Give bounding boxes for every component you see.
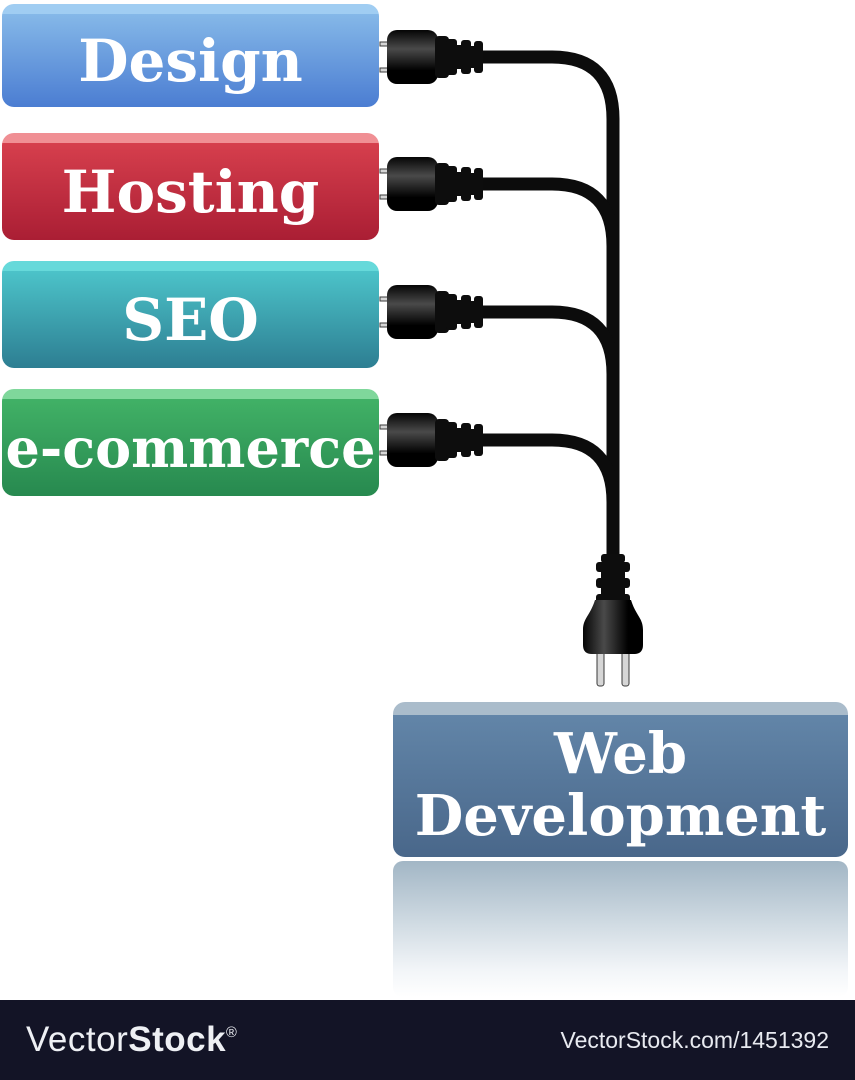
watermark-brand-light: Vector bbox=[26, 1020, 129, 1059]
service-label-seo: SEO bbox=[122, 285, 259, 354]
box-top-bevel bbox=[393, 702, 848, 715]
watermark-brand: VectorStock® bbox=[26, 1020, 237, 1060]
registered-mark-icon: ® bbox=[226, 1025, 238, 1041]
power-plug-icon-seo bbox=[379, 284, 484, 340]
watermark-url: VectorStock.com/1451392 bbox=[560, 1026, 830, 1053]
cord-ecommerce bbox=[478, 433, 620, 503]
watermark-brand-bold: Stock bbox=[128, 1020, 227, 1059]
target-label-line2: Development bbox=[414, 783, 827, 849]
watermark-bar: VectorStock® VectorStock.com/1451392 bbox=[0, 1000, 855, 1080]
power-plug-icon-main bbox=[583, 554, 643, 687]
service-box-design: Design bbox=[2, 4, 379, 107]
cord-seo bbox=[478, 305, 620, 375]
power-plug-icon-design bbox=[379, 29, 484, 85]
target-label-line1: Web bbox=[553, 721, 688, 788]
power-plug-icon-hosting bbox=[379, 156, 484, 212]
service-label-hosting: Hosting bbox=[61, 157, 320, 226]
service-box-hosting: Hosting bbox=[2, 133, 379, 240]
service-label-ecommerce: e-commerce bbox=[5, 415, 376, 480]
box-top-bevel bbox=[2, 261, 379, 271]
target-box-web-development: Web Development bbox=[393, 702, 848, 857]
box-top-bevel bbox=[2, 389, 379, 399]
cord-hosting bbox=[478, 177, 620, 247]
box-top-bevel bbox=[2, 133, 379, 143]
cord-design bbox=[478, 50, 620, 556]
box-top-bevel bbox=[2, 4, 379, 14]
service-box-seo: SEO bbox=[2, 261, 379, 368]
power-plug-icon-ecommerce bbox=[379, 412, 484, 468]
service-label-design: Design bbox=[78, 26, 303, 95]
power-cord bbox=[478, 50, 620, 556]
service-box-ecommerce: e-commerce bbox=[2, 389, 379, 496]
box-reflection bbox=[393, 861, 848, 997]
